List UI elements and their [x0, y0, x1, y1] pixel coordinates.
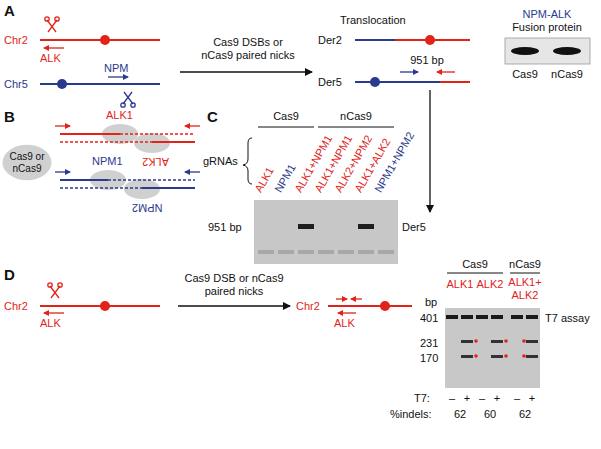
panel-letter: B: [4, 108, 15, 125]
panel-letter: C: [207, 108, 218, 125]
process-arrow: [178, 305, 290, 307]
treatment-mark: +: [464, 392, 470, 405]
chromosome-label: Chr2: [4, 34, 28, 47]
unit-label: bp: [425, 296, 437, 309]
derivative-chromosomes: [355, 35, 470, 87]
lane-label: ALK1: [447, 278, 474, 291]
derivative-label: Der5: [318, 76, 342, 89]
edited-chromosome-2: [328, 299, 412, 313]
indel-value: 60: [484, 408, 496, 421]
gene-label: ALK: [334, 317, 355, 330]
lane-label: ALK2: [477, 278, 504, 291]
group-label: nCas9: [509, 258, 541, 271]
gene-label: ALK: [40, 317, 61, 330]
assay-label: T7 assay: [545, 312, 590, 325]
size-label: 951 bp: [208, 221, 242, 234]
size-label: 401: [420, 312, 438, 325]
treatment-mark: –: [514, 392, 520, 405]
paired-nick-scheme: [55, 124, 200, 199]
lane-label: ALK1: [252, 165, 276, 195]
gene-label: NPM: [104, 62, 128, 75]
panel-letter: A: [4, 2, 15, 19]
panel-letter: D: [4, 266, 15, 283]
group-label: nCas9: [340, 110, 372, 123]
size-label: 170: [420, 352, 438, 365]
axis-label: gRNAs: [203, 155, 238, 168]
lane-label: nCas9: [551, 68, 583, 81]
chromosome-2: [40, 17, 160, 48]
treatment-mark: –: [449, 392, 455, 405]
lane-label: Cas9: [512, 68, 538, 81]
step-label: Translocation: [340, 14, 406, 27]
lane-label: ALK1+ ALK2: [507, 276, 543, 301]
treatment-mark: +: [494, 392, 500, 405]
arrow-label: Cas9 DSBs or nCas9 paired nicks: [198, 36, 298, 61]
size-label: 951 bp: [410, 54, 444, 67]
group-label: Cas9: [462, 258, 488, 271]
western-blot: [505, 38, 590, 64]
derivative-label: Der2: [318, 34, 342, 47]
indel-value: 62: [454, 408, 466, 421]
pcr-gel: [243, 127, 398, 264]
treatment-mark: –: [479, 392, 485, 405]
chromosome-label: Chr2: [296, 300, 320, 313]
indel-value: 62: [519, 408, 531, 421]
row-label: %indels:: [390, 408, 432, 421]
guide-label: ALK1: [106, 109, 133, 122]
treatment-mark: +: [529, 392, 535, 405]
process-arrow: [180, 71, 312, 73]
protein-label: NPM-ALK: [523, 8, 572, 21]
blob-label: Cas9 or nCas9: [6, 151, 48, 174]
pointer-arrow: [429, 90, 430, 212]
arrow-label: Cas9 DSB or nCas9 paired nicks: [184, 272, 284, 297]
band-label: Der5: [402, 221, 426, 234]
gene-label: ALK: [40, 52, 61, 65]
guide-label: NPM2: [132, 201, 163, 214]
protein-label: Fusion protein: [512, 21, 582, 34]
guide-label: NPM1: [92, 155, 123, 168]
chromosome-2-d: [40, 283, 160, 313]
guide-label: ALK2: [142, 155, 169, 168]
protein-blob: Cas9 or nCas9: [2, 144, 52, 181]
row-label: T7:: [414, 392, 430, 405]
chromosome-5: [40, 77, 160, 107]
group-label: Cas9: [273, 110, 299, 123]
size-label: 231: [420, 337, 438, 350]
chromosome-label: Chr5: [4, 78, 28, 91]
chromosome-label: Chr2: [4, 300, 28, 313]
